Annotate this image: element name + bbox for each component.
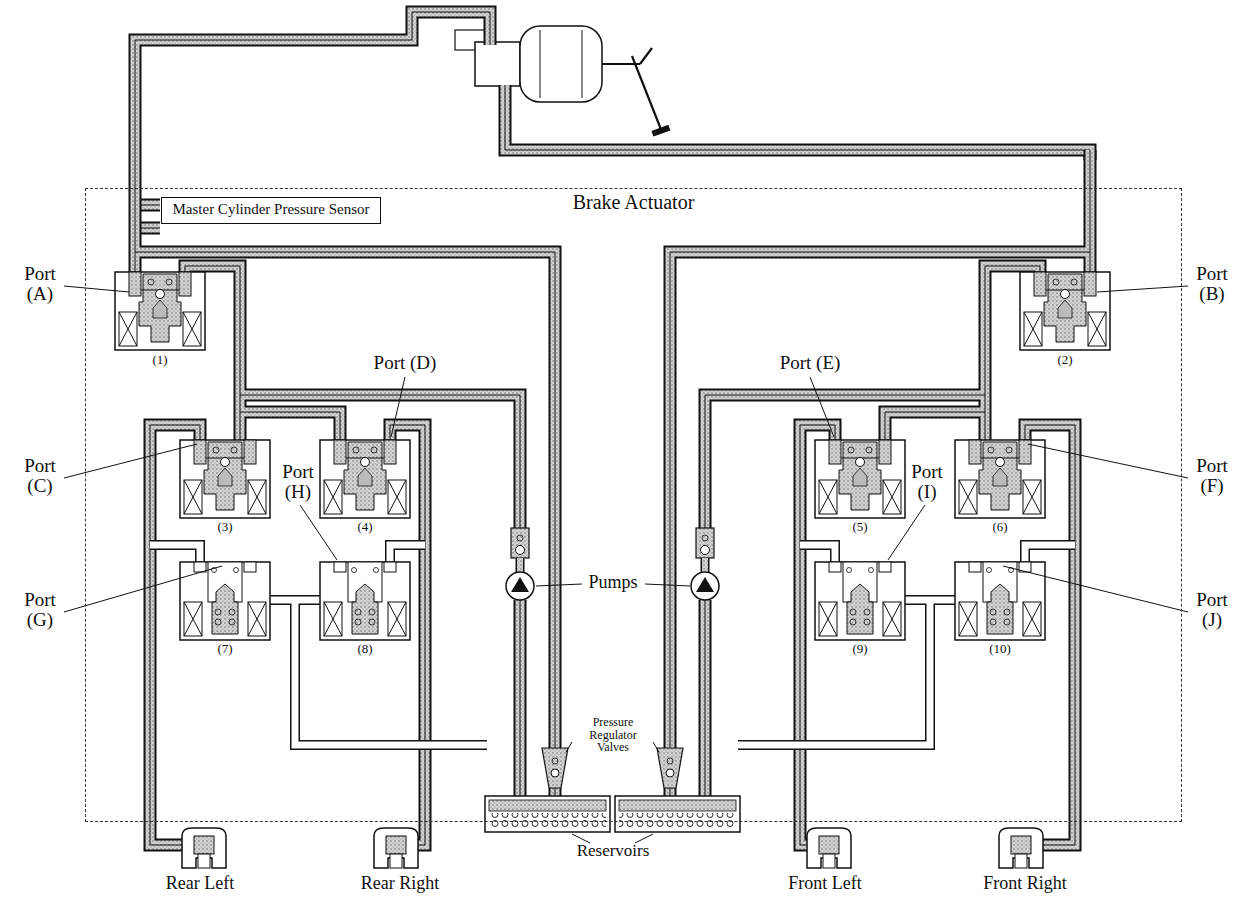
port-label: Port (D) <box>365 353 445 373</box>
callout-number: (1) <box>140 353 180 367</box>
port-label: Port (E) <box>770 353 850 373</box>
port-label: Port (F) <box>1188 456 1236 496</box>
sensor-name: Master Cylinder Pressure Sensor <box>168 201 374 218</box>
rear-circuit <box>115 150 610 868</box>
callout-number: (9) <box>840 642 880 656</box>
wheel-label: Rear Right <box>345 874 455 893</box>
callout-number: (4) <box>345 520 385 534</box>
port-label: Port (I) <box>903 462 951 502</box>
part-label: Reservoirs <box>567 842 659 860</box>
callout-number: (8) <box>345 642 385 656</box>
port-label: Port (H) <box>274 462 322 502</box>
callout-number: (6) <box>980 520 1020 534</box>
sensor-box: Master Cylinder Pressure Sensor <box>161 197 381 224</box>
callout-number: (5) <box>840 520 880 534</box>
port-label: Port (B) <box>1188 264 1236 304</box>
port-label: Port (A) <box>16 264 64 304</box>
port-label: Port (G) <box>16 590 64 630</box>
port-label: Port (J) <box>1188 590 1236 630</box>
front-circuit <box>615 150 1110 868</box>
wheel-label: Rear Left <box>145 874 255 893</box>
part-label: Pumps <box>582 573 644 592</box>
port-label: Port (C) <box>16 456 64 496</box>
leader-lines <box>64 286 1188 843</box>
callout-number: (10) <box>980 642 1020 656</box>
wheel-label: Front Left <box>770 874 880 893</box>
callout-number: (7) <box>205 642 245 656</box>
callout-number: (2) <box>1045 353 1085 367</box>
part-label: Pressure Regulator Valves <box>572 716 654 754</box>
wheel-label: Front Right <box>970 874 1080 893</box>
callout-number: (3) <box>205 520 245 534</box>
actuator-housing: Brake ActuatorMaster Cylinder Pressure S… <box>85 188 1182 822</box>
